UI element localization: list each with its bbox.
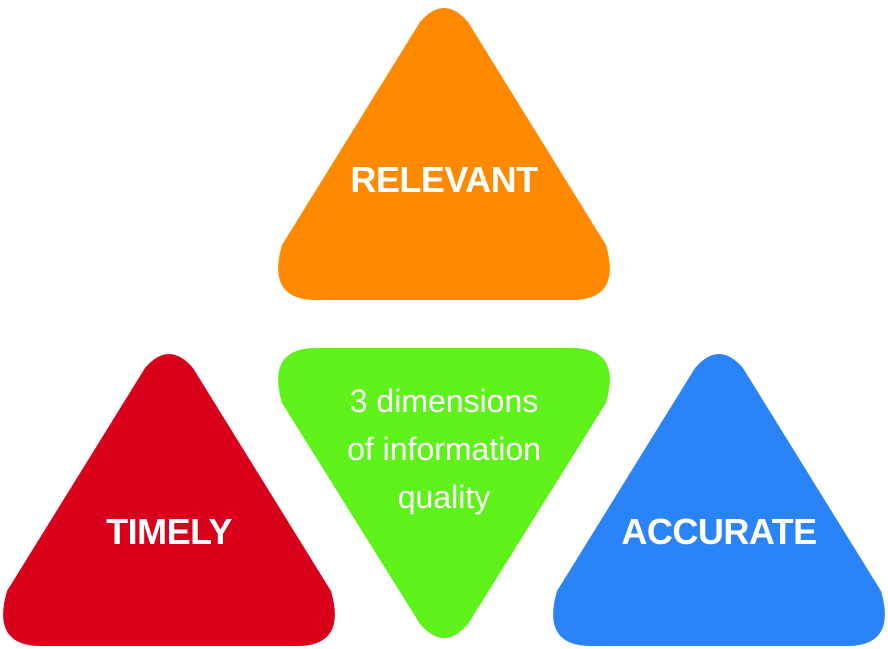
triangle-center-shape [278, 348, 610, 638]
triangle-relevant: RELEVANT [278, 8, 610, 300]
triangle-relevant-label: RELEVANT [350, 159, 538, 200]
triangle-timely: TIMELY [3, 354, 335, 646]
center-text-line1: 3 dimensions [350, 383, 539, 419]
triangle-timely-label: TIMELY [106, 511, 232, 552]
triangle-accurate-shape [553, 354, 885, 646]
center-text-line3: quality [398, 479, 491, 515]
triangle-center: 3 dimensions of information quality [278, 348, 610, 638]
triangle-timely-shape [3, 354, 335, 646]
triangle-accurate: ACCURATE [553, 354, 885, 646]
center-text-line2: of information [347, 431, 541, 467]
triangle-accurate-label: ACCURATE [621, 511, 816, 552]
triangle-relevant-shape [278, 8, 610, 300]
